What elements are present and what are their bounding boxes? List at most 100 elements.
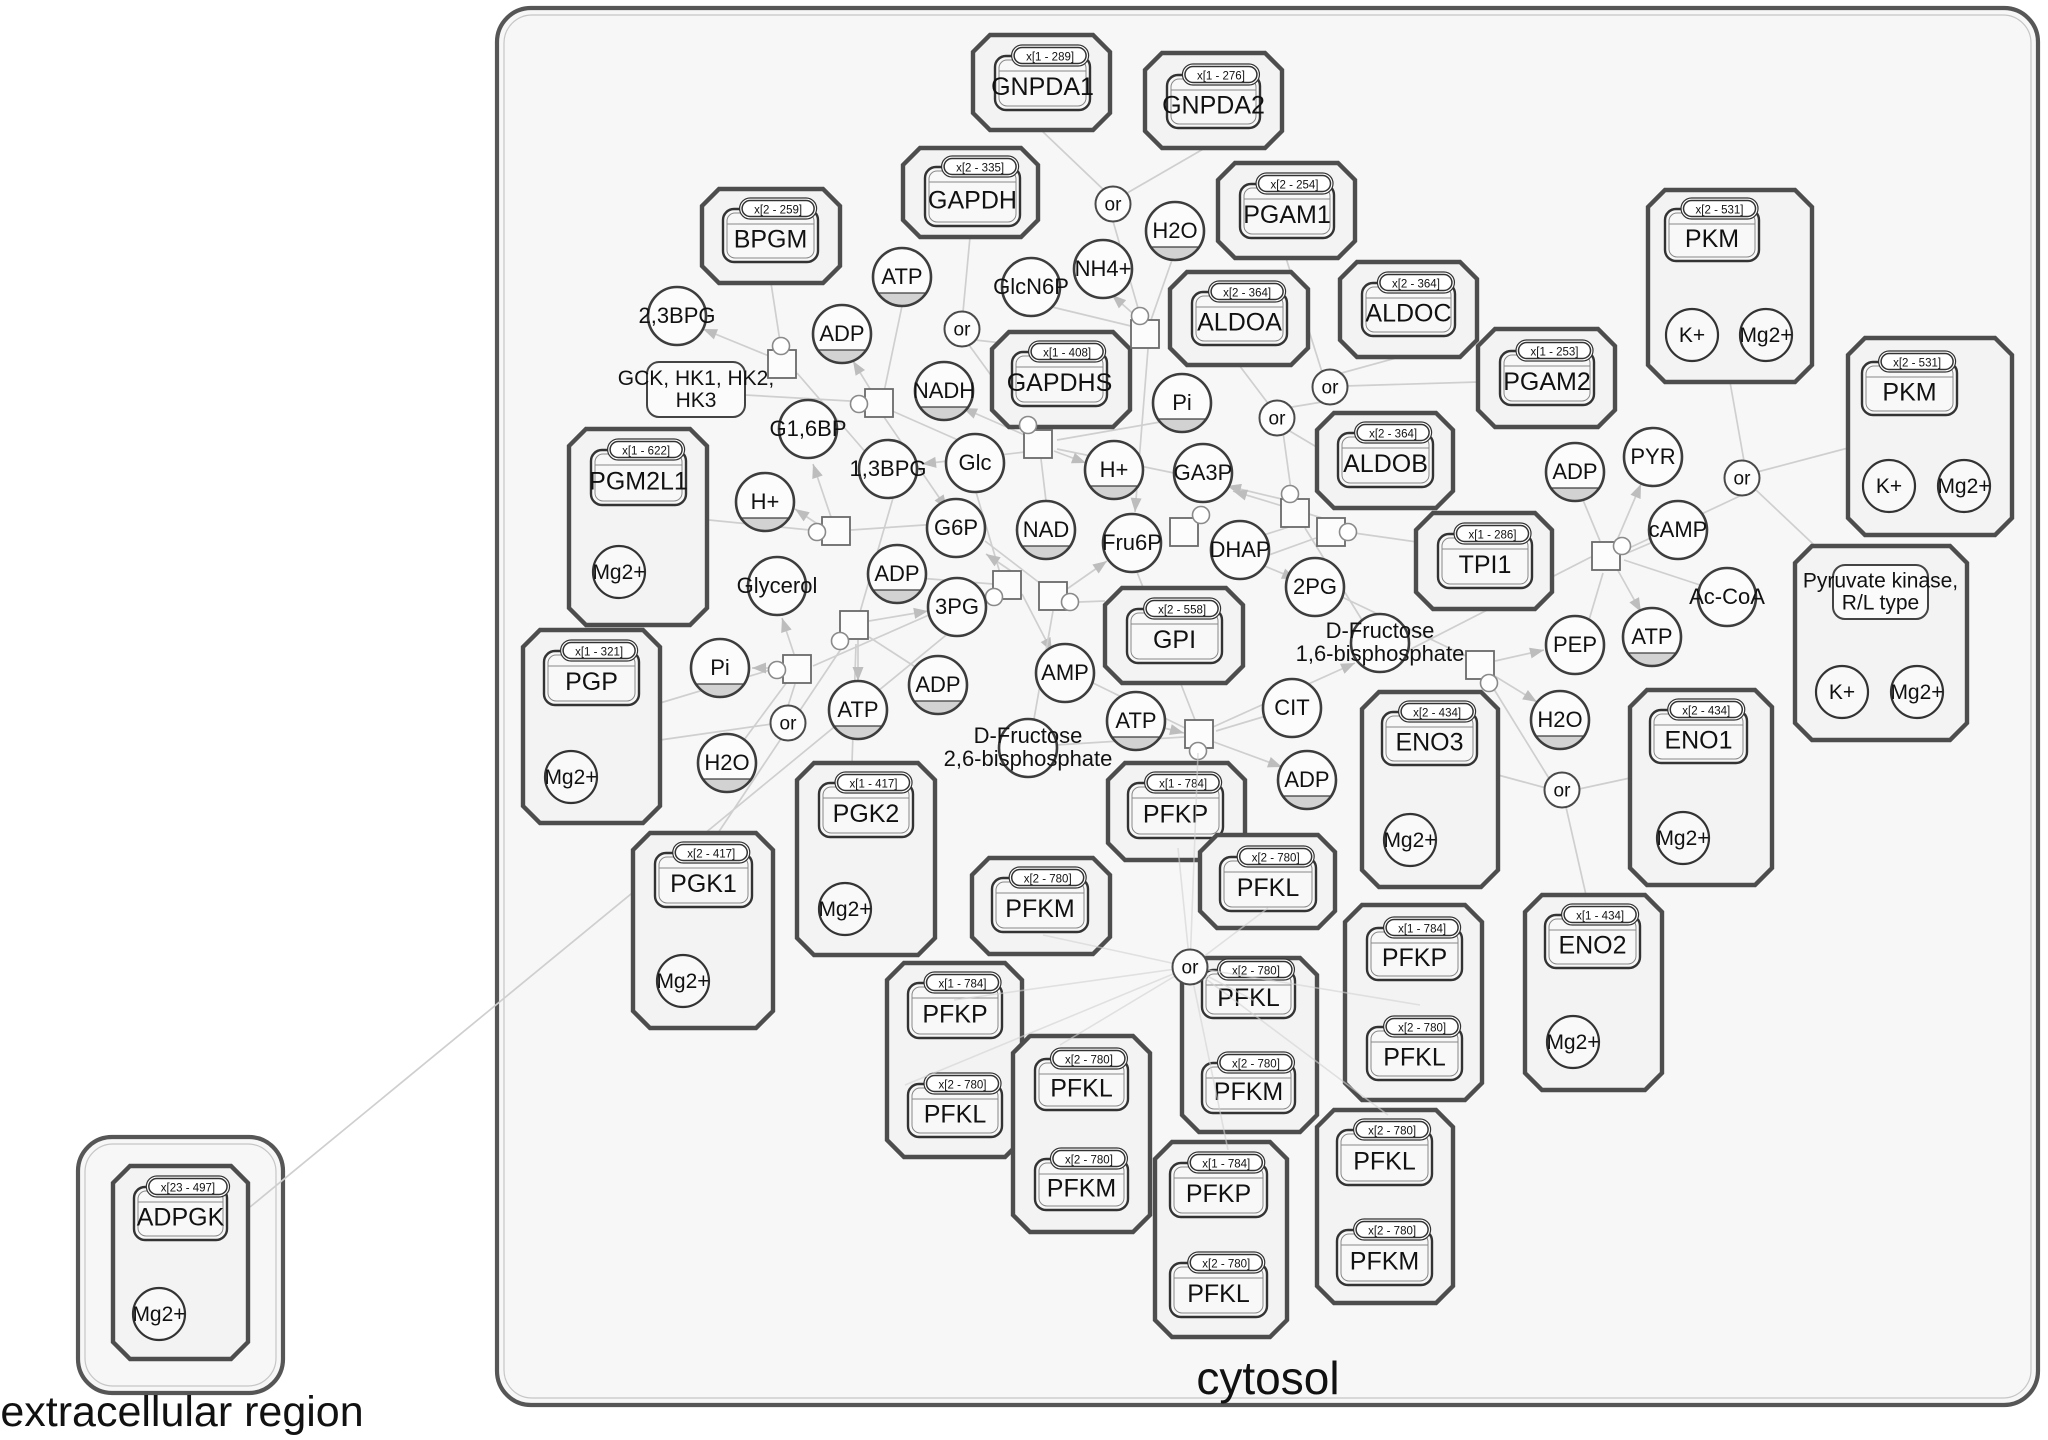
molecule-H2O[interactable]: H2O: [1144, 200, 1206, 262]
protein-PFKL[interactable]: x[2 - 780]PFKL: [1218, 845, 1318, 913]
ion-K+[interactable]: K+: [1861, 458, 1917, 514]
molecule-NH4+[interactable]: NH4+: [1072, 238, 1134, 300]
molecule-Fru6P[interactable]: Fru6P: [1101, 512, 1163, 574]
or-node[interactable]: or: [1258, 399, 1296, 437]
complex-PKM-K-Mg-2[interactable]: x[2 - 531]PKM K+ Mg2+: [1845, 335, 2015, 538]
complex-PGAM2[interactable]: x[1 - 253]PGAM2: [1475, 326, 1618, 430]
protein-PFKM[interactable]: x[2 - 780]PFKM: [1200, 1051, 1297, 1115]
or-node[interactable]: or: [1723, 459, 1761, 497]
protein-ALDOB[interactable]: x[2 - 364]ALDOB: [1336, 421, 1435, 489]
molecule-ATP[interactable]: ATP: [1105, 690, 1167, 752]
protein-ADPGK[interactable]: x[23 - 497]ADPGK: [132, 1175, 231, 1242]
process-node[interactable]: [1023, 429, 1053, 459]
or-node[interactable]: or: [1543, 771, 1581, 809]
complex-GPI[interactable]: x[2 - 558]GPI: [1102, 585, 1246, 686]
molecule-Glc[interactable]: Glc: [944, 432, 1006, 494]
protein-PFKP[interactable]: x[1 - 784]PFKP: [1126, 771, 1225, 840]
ion-Mg2+[interactable]: Mg2+: [1382, 812, 1438, 868]
process-node[interactable]: [864, 388, 894, 418]
molecule-2,3BPG[interactable]: 2,3BPG: [638, 285, 716, 347]
molecule-ATP[interactable]: ATP: [871, 246, 933, 308]
molecule-NADH[interactable]: NADH: [913, 360, 975, 422]
process-node[interactable]: [1465, 650, 1495, 680]
protein-ENO2[interactable]: x[1 - 434]ENO2: [1543, 903, 1642, 970]
ion-Mg2+[interactable]: Mg2+: [1545, 1014, 1601, 1070]
molecule-ADP[interactable]: ADP: [907, 654, 969, 716]
or-node[interactable]: or: [1094, 185, 1132, 223]
molecule-G6P[interactable]: G6P: [925, 497, 987, 559]
molecule-ATP[interactable]: ATP: [1621, 606, 1683, 668]
protein-ENO3[interactable]: x[2 - 434]ENO3: [1380, 700, 1479, 767]
process-node[interactable]: [992, 570, 1022, 600]
molecule-PEP[interactable]: PEP: [1544, 614, 1606, 676]
protein-GPI[interactable]: x[2 - 558]GPI: [1125, 597, 1224, 665]
complex-TPI1[interactable]: x[1 - 286]TPI1: [1413, 510, 1555, 612]
ion-Mg2+[interactable]: Mg2+: [655, 953, 711, 1009]
protein-PGAM1[interactable]: x[2 - 254]PGAM1: [1238, 172, 1336, 240]
complex-GAPDH[interactable]: x[2 - 335]GAPDH: [900, 145, 1041, 240]
protein-PGK1[interactable]: x[2 - 417]PGK1: [653, 841, 754, 909]
molecule-Pi[interactable]: Pi: [689, 637, 751, 699]
molecule-PYR[interactable]: PYR: [1622, 426, 1684, 488]
molecule-G1,6BP[interactable]: G1,6BP: [769, 398, 847, 460]
ion-K+[interactable]: K+: [1814, 664, 1870, 720]
complex-PGAM1[interactable]: x[2 - 254]PGAM1: [1215, 160, 1358, 261]
or-node[interactable]: or: [1171, 948, 1209, 986]
protein-PGK2[interactable]: x[1 - 417]PGK2: [817, 771, 915, 839]
molecule-1,3BPG[interactable]: 1,3BPG: [849, 438, 927, 500]
protein-PKM[interactable]: x[2 - 531]PKM: [1860, 350, 1959, 417]
molecule-H+[interactable]: H+: [1083, 439, 1145, 501]
molecule-GlcN6P[interactable]: GlcN6P: [993, 256, 1069, 318]
complex-PFKL-PFKM-a[interactable]: x[2 - 780]PFKL x[2 - 780]PFKM: [1010, 1033, 1153, 1235]
protein-TPI1[interactable]: x[1 - 286]TPI1: [1436, 522, 1534, 590]
molecule-2PG[interactable]: 2PG: [1284, 556, 1346, 618]
ion-Mg2+[interactable]: Mg2+: [1889, 664, 1945, 720]
protein-PFKM[interactable]: x[2 - 780]PFKM: [1335, 1218, 1434, 1287]
protein-PFKL[interactable]: x[2 - 780]PFKL: [1365, 1015, 1464, 1082]
process-node[interactable]: [1130, 319, 1160, 349]
complex-GAPDHS[interactable]: x[1 - 408]GAPDHS: [989, 329, 1133, 430]
complex-ALDOA[interactable]: x[2 - 364]ALDOA: [1167, 269, 1311, 368]
protein-PGAM2[interactable]: x[1 - 253]PGAM2: [1498, 339, 1596, 407]
molecule-Pi[interactable]: Pi: [1151, 372, 1213, 434]
complex-GNPDA2[interactable]: x[1 - 276]GNPDA2: [1142, 50, 1285, 151]
protein-PFKP[interactable]: x[1 - 784]PFKP: [1365, 916, 1464, 982]
complex-PFKL-single[interactable]: x[2 - 780]PFKL: [1197, 832, 1338, 931]
ion-Mg2+[interactable]: Mg2+: [1655, 810, 1711, 866]
process-node[interactable]: [1169, 517, 1199, 547]
ion-Mg2+[interactable]: Mg2+: [591, 544, 647, 600]
process-node[interactable]: [821, 516, 851, 546]
protein-ALDOC[interactable]: x[2 - 364]ALDOC: [1360, 271, 1457, 338]
molecule-NAD[interactable]: NAD: [1015, 499, 1077, 561]
protein-GAPDHS[interactable]: x[1 - 408]GAPDHS: [1007, 340, 1113, 408]
protein-PFKP[interactable]: x[1 - 784]PFKP: [906, 971, 1004, 1040]
complex-ALDOC[interactable]: x[2 - 364]ALDOC: [1337, 259, 1480, 360]
ion-Mg2+[interactable]: Mg2+: [1738, 307, 1794, 363]
complex-BPGM[interactable]: x[2 - 259]BPGM: [699, 186, 843, 286]
protein-PFKL[interactable]: x[2 - 780]PFKL: [1168, 1251, 1269, 1319]
ion-Mg2+[interactable]: Mg2+: [817, 881, 873, 937]
protein-PKM[interactable]: x[2 - 531]PKM: [1663, 197, 1761, 263]
complex-PFKL-PFKM-c[interactable]: x[2 - 780]PFKL x[2 - 780]PFKM: [1314, 1107, 1456, 1306]
molecule-H+[interactable]: H+: [734, 471, 796, 533]
molecule-ADP[interactable]: ADP: [866, 543, 928, 605]
ion-Mg2+[interactable]: Mg2+: [1936, 458, 1992, 514]
molecule-cAMP[interactable]: cAMP: [1647, 499, 1709, 561]
entity-set-pyruvate-kinase-rl[interactable]: Pyruvate kinase,R/L type: [1803, 564, 1958, 620]
molecule-ADP[interactable]: ADP: [811, 303, 873, 365]
protein-GNPDA1[interactable]: x[1 - 289]GNPDA1: [991, 44, 1094, 112]
protein-BPGM[interactable]: x[2 - 259]BPGM: [721, 197, 820, 264]
complex-PFKP-single[interactable]: x[1 - 784]PFKP: [1105, 760, 1248, 863]
molecule-GA3P[interactable]: GA3P: [1172, 442, 1234, 504]
protein-PFKL[interactable]: x[2 - 780]PFKL: [1335, 1118, 1434, 1187]
protein-PFKM[interactable]: x[2 - 780]PFKM: [1033, 1147, 1130, 1212]
protein-PFKL[interactable]: x[2 - 780]PFKL: [1033, 1047, 1130, 1112]
ion-K+[interactable]: K+: [1664, 307, 1720, 363]
